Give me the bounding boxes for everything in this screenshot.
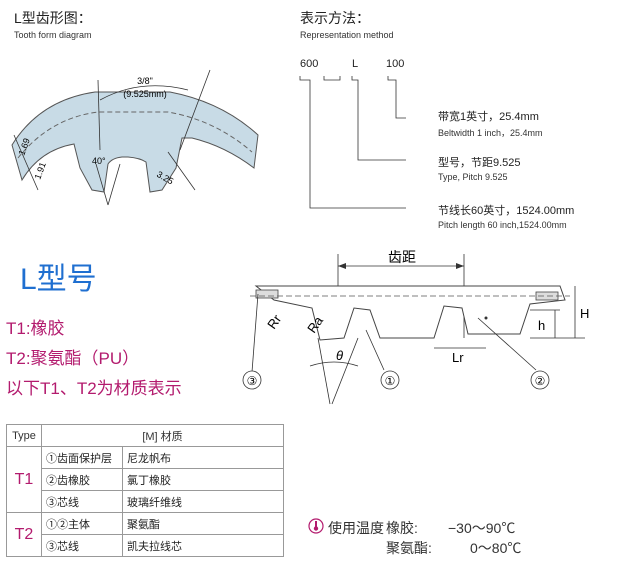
rep-item-length-cn: 节线长60英寸，1524.00mm — [438, 205, 575, 217]
temp-range-pu: 0～80℃ — [470, 540, 522, 556]
pitch-line — [17, 111, 253, 159]
part-cell: ①②主体 — [41, 512, 123, 535]
materials-table: Type [M] 材质 T1 ①齿面保护层 尼龙帆布 ②齿橡胶 氯丁橡胶 ③芯线… — [6, 424, 284, 557]
pitch-label: 齿距 — [388, 249, 416, 265]
belt-profile-shape — [11, 91, 259, 193]
model-line-note: 以下T1、T2为材质表示 — [6, 379, 182, 398]
type-t2: T2 — [6, 512, 42, 557]
header-material: [M] 材质 — [41, 424, 284, 447]
part-cell: ①齿面保护层 — [41, 446, 123, 469]
temp-material-rubber: 橡胶: — [386, 520, 418, 536]
table-row: ③芯线 玻璃纤维线 — [7, 490, 284, 513]
label-Rr: Rr — [264, 311, 285, 331]
model-line-t2: T2:聚氨酯（PU） — [6, 349, 140, 368]
representation-subtitle: Representation method — [300, 30, 394, 40]
dim-angle: 40° — [92, 156, 106, 166]
pitch-dim-arc — [99, 85, 189, 101]
representation-title: 表示方法： — [300, 10, 370, 26]
tooth-form-subtitle: Tooth form diagram — [14, 30, 92, 40]
part-cell: ③芯线 — [41, 490, 123, 513]
material-cell: 聚氨酯 — [122, 512, 284, 535]
table-row: ②齿橡胶 氯丁橡胶 — [7, 468, 284, 491]
type-t1: T1 — [6, 446, 42, 513]
rep-item-width-en: Beltwidth 1 inch，25.4mm — [438, 128, 543, 138]
table-header-row: Type [M] 材质 — [6, 424, 284, 447]
dim-pitch-mm: (9.525mm) — [123, 89, 167, 99]
temp-material-pu: 聚氨酯: — [386, 540, 432, 556]
temp-range-rubber: −30～90℃ — [448, 520, 516, 536]
callout-1: ① — [385, 374, 396, 388]
part-cell: ②齿橡胶 — [41, 468, 123, 491]
rep-item-type-en: Type, Pitch 9.525 — [438, 172, 508, 182]
thermometer-icon — [308, 518, 324, 534]
temp-label: 使用温度 — [328, 520, 384, 536]
model-title: L型号 — [20, 263, 97, 296]
rep-item-length-en: Pitch length 60 inch,1524.00mm — [438, 220, 567, 230]
label-theta: θ — [336, 348, 343, 363]
table-row: T1 ①齿面保护层 尼龙帆布 — [6, 446, 284, 513]
code-length: 600 — [300, 58, 319, 70]
material-cell: 凯夫拉线芯 — [122, 534, 284, 557]
material-cell: 尼龙帆布 — [122, 446, 284, 469]
model-line-t1: T1:橡胶 — [6, 319, 65, 338]
tooth-form-title: L型齿形图： — [14, 10, 92, 26]
code-width: 100 — [386, 58, 405, 70]
callout-2: ② — [535, 374, 546, 388]
part-cell: ③芯线 — [41, 534, 123, 557]
tooth-form-diagram: 3/8" (9.525mm) 1.69 1.91 40° 3.25 — [11, 69, 259, 206]
rep-item-width-cn: 带宽1英寸，25.4mm — [438, 111, 539, 123]
label-h: h — [538, 318, 545, 333]
label-Lr: Lr — [452, 350, 464, 365]
representation-connectors — [299, 76, 406, 209]
header-type: Type — [6, 424, 42, 447]
belt-profile-diagram: 齿距 H h Lr Rr Ra θ ③ ① ② — [242, 249, 589, 405]
label-H: H — [580, 306, 589, 321]
code-type: L — [352, 58, 359, 70]
table-row: T2 ①②主体 聚氨酯 — [6, 512, 284, 557]
callout-3: ③ — [247, 374, 258, 388]
table-row: ③芯线 凯夫拉线芯 — [7, 534, 284, 557]
material-cell: 玻璃纤维线 — [122, 490, 284, 513]
rep-item-type-cn: 型号，节距9.525 — [438, 157, 521, 169]
belt-body — [254, 285, 566, 341]
material-cell: 氯丁橡胶 — [122, 468, 284, 491]
dim-pitch-in: 3/8" — [137, 76, 153, 86]
